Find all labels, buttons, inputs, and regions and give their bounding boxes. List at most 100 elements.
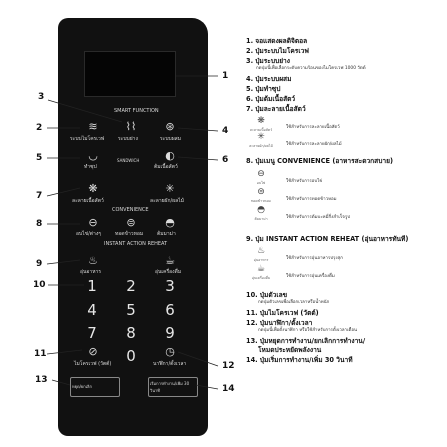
callout-13: 13 xyxy=(35,375,48,385)
defrost-veg-icon[interactable]: ✳ xyxy=(165,182,175,195)
fry-rice-legend-icon: ⊜ xyxy=(257,187,265,197)
reheat-drink-legend-caption: อุ่นเครื่องดื่ม xyxy=(251,276,271,280)
microwave-icon[interactable]: ≋ xyxy=(88,120,98,133)
legend-item-13-cont: โหมดประหยัดพลังงาน xyxy=(258,346,322,354)
callout-1: 1 xyxy=(222,71,229,81)
stop-cancel-button[interactable] xyxy=(70,377,120,397)
digital-display xyxy=(84,51,176,97)
callout-14: 14 xyxy=(222,384,235,394)
reheat-food-legend-caption: อุ่นอาหาร xyxy=(253,258,269,262)
callout-6: 6 xyxy=(222,155,229,165)
number-key-8[interactable]: 8 xyxy=(126,324,136,342)
number-key-4[interactable]: 4 xyxy=(87,301,97,319)
reheat-food-legend-text: ใช้สำหรับการอุ่นอาหารปรุงสุก xyxy=(286,256,343,261)
legend-item-5: 5. ปุ่มทำซุป xyxy=(246,85,281,93)
reheat-drink-icon[interactable]: ☕ xyxy=(165,254,175,267)
defrost-veg-legend-caption: ละลายผัก/ผลไม้ xyxy=(249,144,273,148)
legend-item-12-desc: กดปุ่มนี้เพื่อตั้งนาฬิกา หรือใช้สำหรับกา… xyxy=(258,328,357,333)
noodle-legend-caption: ต้มมาม่า xyxy=(254,217,268,221)
legend: 1. จอแสดงผลดิจิตอล 2. ปุ่มระบบไมโครเวฟ 3… xyxy=(246,0,446,447)
reheat-drink-legend-text: ใช้สำหรับการอุ่นเครื่องดื่ม xyxy=(286,274,335,279)
number-key-5[interactable]: 5 xyxy=(126,301,136,319)
fry-rice-icon[interactable]: ⊜ xyxy=(126,216,136,229)
speaker-label: SANDWICH xyxy=(117,158,140,163)
reheat-food-icon[interactable]: ♨ xyxy=(88,254,98,267)
callout-4: 4 xyxy=(222,126,229,136)
callout-3: 3 xyxy=(38,92,45,102)
noodle-legend-icon: ◓ xyxy=(257,205,265,215)
defrost-meat-legend-icon: ❋ xyxy=(257,116,265,126)
legend-item-1: 1. จอแสดงผลดิจิตอล xyxy=(246,37,308,45)
callout-2: 2 xyxy=(36,123,43,133)
soup-button-label: ทำซุป xyxy=(84,164,97,170)
legend-item-2: 2. ปุ่มระบบไมโครเวฟ xyxy=(246,47,309,55)
noodle-legend-text: ใช้สำหรับการต้มบะหมี่กึ่งสำเร็จรูป xyxy=(286,215,350,220)
defrost-veg-legend-icon: ✳ xyxy=(257,132,265,142)
number-key-0[interactable]: 0 xyxy=(126,347,136,365)
fry-rice-button-label: ทอดข้าวหอม xyxy=(115,231,144,237)
legend-item-10: 10. ปุ่มตัวเลข xyxy=(246,291,288,299)
convenience-label: CONVENIENCE xyxy=(112,207,149,213)
callout-11: 11 xyxy=(34,349,47,359)
callout-7: 7 xyxy=(36,191,43,201)
bake-egg-icon[interactable]: ⊖ xyxy=(88,216,98,229)
legend-item-3-desc: กดปุ่มนี้เพื่อเลือกระดับความร้อนของไมโคร… xyxy=(256,66,366,71)
callout-10: 10 xyxy=(33,280,46,290)
microwave-power-button-label: ไมโครเวฟ (วัตต์) xyxy=(74,361,112,367)
combi-button-label: ระบบผสม xyxy=(160,136,181,142)
clock-icon[interactable]: ◷ xyxy=(165,345,175,358)
clock-button-label: นาฬิกา/ตั้งเวลา xyxy=(153,361,187,367)
number-key-3[interactable]: 3 xyxy=(165,277,175,295)
number-key-6[interactable]: 6 xyxy=(165,301,175,319)
legend-item-14: 14. ปุ่มเริ่มการทำงาน/เพิ่ม 30 วินาที xyxy=(246,356,353,364)
start-plus30-label: เริ่มการทำงาน/เพิ่ม 30 วินาที xyxy=(150,381,190,393)
fry-rice-legend-caption: ทอดข้าวหอม xyxy=(251,199,271,203)
number-key-2[interactable]: 2 xyxy=(126,277,136,295)
stop-cancel-label: หยุด/ยกเลิก xyxy=(72,384,92,389)
defrost-meat-legend-caption: ละลายเนื้อสัตว์ xyxy=(249,128,273,132)
legend-item-4: 4. ปุ่มระบบผสม xyxy=(246,75,292,83)
smart-function-label: SMART FUNCTION xyxy=(114,108,159,114)
bake-egg-button-label: อบไข่/ต่างๆ xyxy=(76,231,101,237)
bake-egg-legend-icon: ⊖ xyxy=(257,169,265,179)
legend-item-13: 13. ปุ่มหยุดการทำงาน/ยกเลิกการทำงาน/ xyxy=(246,337,366,345)
defrost-meat-button-label: ละลายเนื้อสัตว์ xyxy=(72,198,104,204)
callout-12: 12 xyxy=(222,361,235,371)
number-key-7[interactable]: 7 xyxy=(87,324,97,342)
reheat-drink-button-label: อุ่นเครื่องดื่ม xyxy=(155,269,182,275)
number-key-9[interactable]: 9 xyxy=(165,324,175,342)
reheat-food-legend-icon: ♨ xyxy=(256,246,266,256)
legend-item-12: 12. ปุ่มนาฬิกา/ตั้งเวลา xyxy=(246,319,313,327)
noodle-icon[interactable]: ◓ xyxy=(165,216,175,229)
start-plus30-button[interactable] xyxy=(148,377,198,397)
combi-icon[interactable]: ⊛ xyxy=(165,120,175,133)
grill-icon[interactable]: ⌇⌇ xyxy=(125,120,137,133)
bake-egg-legend-caption: อบไข่ xyxy=(256,181,266,185)
soup-icon[interactable]: ◡ xyxy=(88,149,98,162)
legend-item-8: 8. ปุ่มเมนู CONVENIENCE (อาหารสะดวกสบาย) xyxy=(246,157,393,165)
callout-5: 5 xyxy=(36,153,43,163)
bake-egg-legend-text: ใช้สำหรับการอบไข่ xyxy=(286,179,323,184)
defrost-meat-legend-text: ใช้สำหรับการละลายเนื้อสัตว์ xyxy=(286,125,340,130)
boil-meat-icon[interactable]: ◐ xyxy=(165,149,175,162)
callout-9: 9 xyxy=(36,259,43,269)
boil-meat-button-label: ต้มเนื้อสัตว์ xyxy=(154,164,178,170)
defrost-meat-icon[interactable]: ❋ xyxy=(88,182,98,195)
legend-item-6: 6. ปุ่มต้มเนื้อสัตว์ xyxy=(246,95,296,103)
reheat-drink-legend-icon: ☕ xyxy=(256,264,266,274)
microwave-power-icon[interactable]: ⊘ xyxy=(88,345,98,358)
grill-button-label: ระบบย่าง xyxy=(118,136,138,142)
defrost-veg-legend-text: ใช้สำหรับการละลายผัก/ผลไม้ xyxy=(286,142,342,147)
legend-item-3: 3. ปุ่มระบบย่าง xyxy=(246,57,290,65)
legend-item-11: 11. ปุ่มไมโครเวฟ (วัตต์) xyxy=(246,309,319,317)
microwave-button-label: ระบบไมโครเวฟ xyxy=(70,136,105,142)
noodle-button-label: ต้มมาม่า xyxy=(157,231,176,237)
instant-action-label: INSTANT ACTION REHEAT xyxy=(104,241,168,247)
reheat-food-button-label: อุ่นอาหาร xyxy=(80,269,102,275)
defrost-veg-button-label: ละลายผัก/ผลไม้ xyxy=(150,198,184,204)
number-key-1[interactable]: 1 xyxy=(87,277,97,295)
callout-8: 8 xyxy=(36,219,43,229)
fry-rice-legend-text: ใช้สำหรับการทอดข้าวหอม xyxy=(286,197,337,202)
legend-item-7: 7. ปุ่มละลายเนื้อสัตว์ xyxy=(246,105,306,113)
